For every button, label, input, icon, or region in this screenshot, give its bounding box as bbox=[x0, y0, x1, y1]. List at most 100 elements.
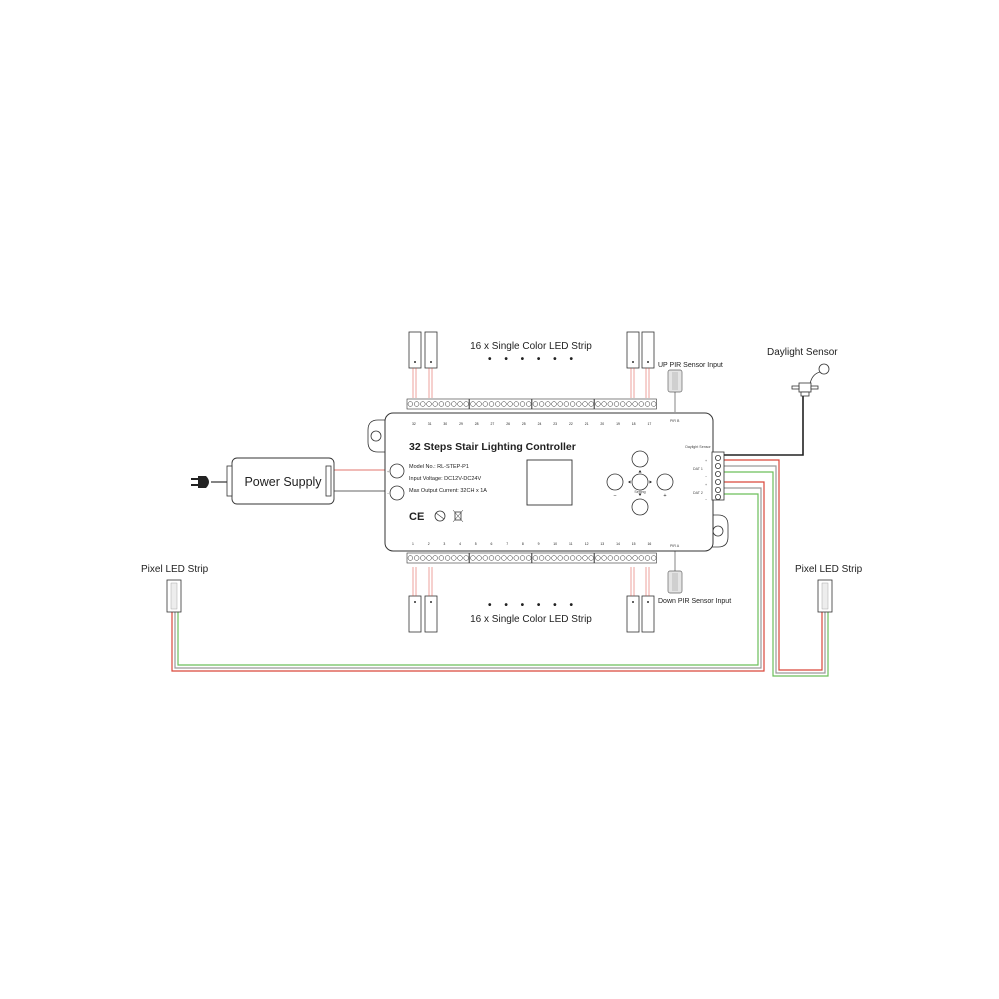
terminal-screw bbox=[488, 555, 495, 561]
terminal-screw bbox=[488, 401, 495, 407]
terminal-screw bbox=[463, 401, 469, 407]
daylight-sensor bbox=[791, 363, 830, 397]
terminal-minus-2: − bbox=[705, 498, 707, 502]
terminal-screw bbox=[576, 401, 582, 407]
terminal-screw bbox=[526, 555, 532, 561]
up-pir-label: UP PIR Sensor Input bbox=[658, 362, 723, 369]
bottom-channel-number: 7 bbox=[506, 542, 508, 546]
terminal-screw bbox=[519, 401, 526, 407]
setting-label: Setting bbox=[634, 490, 645, 494]
terminal-plus-1: + bbox=[705, 459, 707, 463]
terminal-screw bbox=[513, 401, 519, 407]
terminal-screw bbox=[582, 401, 588, 407]
terminal-screw bbox=[407, 401, 414, 407]
terminal-screw bbox=[582, 555, 588, 561]
terminal-screw bbox=[463, 555, 469, 561]
terminal-block bbox=[594, 398, 657, 410]
terminal-screw bbox=[438, 555, 445, 561]
down-button[interactable] bbox=[631, 498, 649, 516]
terminal-screw bbox=[551, 555, 557, 561]
top-channel-number: 27 bbox=[491, 422, 495, 426]
down-pir-sensor bbox=[667, 551, 683, 594]
terminal-screw bbox=[413, 555, 420, 561]
top-channel-number: 31 bbox=[428, 422, 432, 426]
plus-button[interactable] bbox=[656, 473, 674, 491]
bottom-channel-number: 2 bbox=[428, 542, 430, 546]
top-channel-number: 28 bbox=[475, 422, 479, 426]
terminal-screw bbox=[407, 555, 414, 561]
terminal-screw bbox=[507, 555, 513, 561]
terminal-screw bbox=[501, 555, 507, 561]
terminal-plus-2: + bbox=[705, 483, 707, 487]
terminal-screw bbox=[632, 555, 638, 561]
bottom-strips-label: 16 x Single Color LED Strip bbox=[470, 614, 592, 625]
terminal-screw bbox=[413, 401, 420, 407]
terminal-screw bbox=[495, 555, 501, 561]
terminal-screw bbox=[526, 401, 532, 407]
center-button[interactable] bbox=[631, 473, 649, 491]
up-button[interactable] bbox=[631, 450, 649, 468]
terminal-screw bbox=[470, 555, 476, 561]
bottom-channel-number: 13 bbox=[600, 542, 604, 546]
terminal-screw bbox=[438, 401, 445, 407]
terminal-screw bbox=[545, 401, 551, 407]
daylight-sensor-wire bbox=[721, 396, 804, 456]
ce-mark: CE bbox=[409, 511, 424, 523]
daylight-sensor-label: Daylight Sensor bbox=[767, 347, 838, 358]
terminal-screw bbox=[538, 555, 545, 561]
dat1-label: DAT 1 bbox=[693, 467, 703, 471]
terminal-screw bbox=[451, 401, 457, 407]
bottom-channel-number: 14 bbox=[616, 542, 620, 546]
terminal-screw bbox=[651, 555, 657, 561]
terminal-screw bbox=[476, 401, 482, 407]
bottom-channel-number: 9 bbox=[538, 542, 540, 546]
terminal-screw bbox=[538, 401, 545, 407]
terminal-block bbox=[469, 552, 532, 564]
down-pir-label: Down PIR Sensor Input bbox=[658, 598, 731, 605]
power-supply bbox=[211, 457, 335, 505]
top-channel-number: 24 bbox=[538, 422, 542, 426]
terminal-screw bbox=[482, 555, 488, 561]
top-channel-number: 22 bbox=[569, 422, 573, 426]
bottom-channel-number: 8 bbox=[522, 542, 524, 546]
power-minus-mark: − bbox=[387, 492, 389, 496]
terminal-screw bbox=[545, 555, 551, 561]
bottom-channel-number: 6 bbox=[491, 542, 493, 546]
terminal-screw bbox=[444, 401, 451, 407]
controller-title: 32 Steps Stair Lighting Controller bbox=[409, 441, 576, 453]
top-channel-number: 32 bbox=[412, 422, 416, 426]
minus-button[interactable] bbox=[606, 473, 624, 491]
top-channel-number: 17 bbox=[648, 422, 652, 426]
pir-a-label: PIR A bbox=[670, 544, 680, 548]
pixel-strip-right bbox=[817, 579, 833, 613]
controller bbox=[367, 412, 729, 552]
controller-max-output: Max Output Current: 32CH x 1A bbox=[409, 488, 487, 494]
terminal-screw bbox=[432, 555, 438, 561]
pixel-strip-wires-left bbox=[171, 481, 765, 672]
terminal-screw bbox=[495, 401, 501, 407]
terminal-screw bbox=[557, 555, 563, 561]
terminal-screw bbox=[601, 555, 607, 561]
dat2-label: DAT 2 bbox=[693, 491, 703, 495]
terminal-screw bbox=[563, 555, 570, 561]
terminal-screw bbox=[569, 555, 576, 561]
terminal-screw bbox=[551, 401, 557, 407]
terminal-screw bbox=[644, 401, 651, 407]
terminal-screw bbox=[613, 401, 620, 407]
top-channel-number: 23 bbox=[553, 422, 557, 426]
minus-button-label: − bbox=[613, 493, 616, 499]
terminal-screw bbox=[451, 555, 457, 561]
pixel-strip-right-label: Pixel LED Strip bbox=[795, 564, 863, 575]
terminal-screw bbox=[601, 401, 607, 407]
terminal-screw bbox=[532, 555, 539, 561]
terminal-screw bbox=[632, 401, 638, 407]
top-strips-label: 16 x Single Color LED Strip bbox=[470, 341, 592, 352]
controller-input-voltage: Input Voltage: DC12V-DC24V bbox=[409, 476, 481, 482]
terminal-block bbox=[406, 398, 470, 410]
terminal-screw bbox=[501, 401, 507, 407]
bottom-strips-dots: • • • • • • bbox=[488, 600, 578, 611]
power-wires bbox=[326, 469, 385, 492]
